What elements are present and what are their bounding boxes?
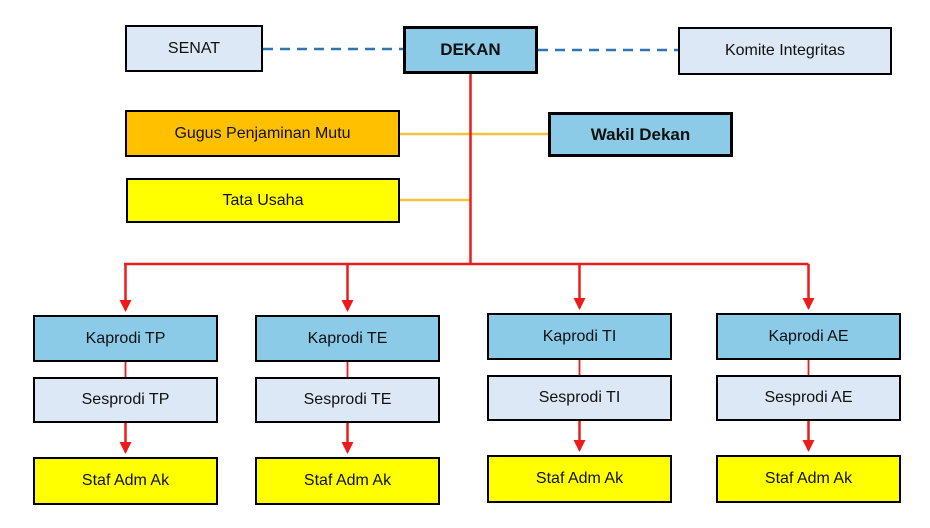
node-kaprodi-te: Kaprodi TE	[255, 315, 440, 362]
node-senat: SENAT	[125, 25, 263, 72]
node-sesprodi-te-label: Sesprodi TE	[303, 391, 392, 408]
node-komite-integritas-label: Komite Integritas	[724, 42, 846, 59]
node-kaprodi-ae-label: Kaprodi AE	[768, 327, 849, 345]
node-gugus-label: Gugus Penjaminan Mutu	[174, 124, 351, 142]
node-kaprodi-ti: Kaprodi TI	[487, 313, 672, 360]
node-staf-adm-ak-te: Staf Adm Ak	[255, 457, 440, 505]
node-sesprodi-te: Sesprodi TE	[255, 377, 440, 423]
node-staf-adm-ak-ti: Staf Adm Ak	[487, 455, 672, 503]
node-senat-label: SENAT	[167, 39, 221, 57]
node-kaprodi-ti-label: Kaprodi TI	[542, 327, 617, 345]
node-staf-te-label: Staf Adm Ak	[303, 472, 392, 489]
node-tata-usaha: Tata Usaha	[126, 178, 400, 223]
node-staf-ae-label: Staf Adm Ak	[764, 470, 853, 487]
node-kaprodi-tp-label: Kaprodi TP	[85, 329, 166, 347]
node-wakil-dekan: Wakil Dekan	[548, 112, 733, 157]
node-sesprodi-tp: Sesprodi TP	[33, 377, 218, 423]
node-sesprodi-tp-label: Sesprodi TP	[81, 391, 170, 408]
node-sesprodi-ae: Sesprodi AE	[716, 375, 901, 421]
node-staf-adm-ak-ae: Staf Adm Ak	[716, 455, 901, 503]
node-sesprodi-ae-label: Sesprodi AE	[764, 389, 853, 406]
node-kaprodi-te-label: Kaprodi TE	[307, 329, 388, 347]
node-wakil-dekan-label: Wakil Dekan	[590, 124, 691, 144]
node-staf-adm-ak-tp: Staf Adm Ak	[33, 457, 218, 505]
node-dekan-label: DEKAN	[440, 40, 501, 59]
node-sesprodi-ti-label: Sesprodi TI	[538, 389, 621, 406]
node-komite-integritas: Komite Integritas	[678, 27, 892, 75]
node-staf-ti-label: Staf Adm Ak	[535, 470, 624, 487]
node-kaprodi-ae: Kaprodi AE	[716, 313, 901, 360]
node-gugus-penjaminan-mutu: Gugus Penjaminan Mutu	[125, 110, 400, 157]
node-sesprodi-ti: Sesprodi TI	[487, 375, 672, 421]
node-staf-tp-label: Staf Adm Ak	[81, 472, 170, 489]
node-tata-usaha-label: Tata Usaha	[222, 191, 304, 209]
node-dekan: DEKAN	[403, 26, 538, 74]
node-kaprodi-tp: Kaprodi TP	[33, 315, 218, 362]
